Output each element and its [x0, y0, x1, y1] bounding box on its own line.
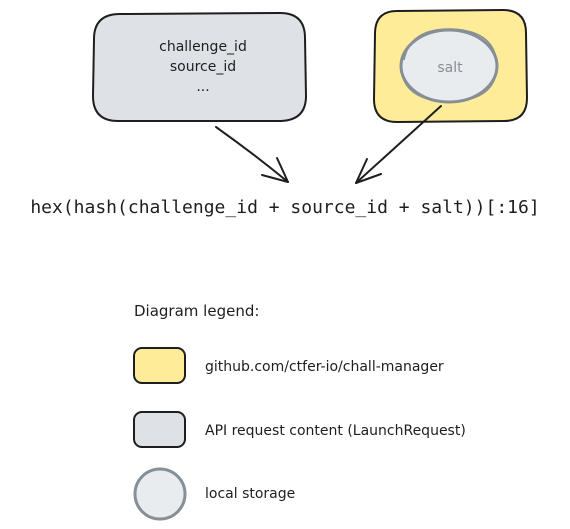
arrow-salt-to-formula [355, 105, 442, 184]
salt-storage-circle-sketch [400, 28, 498, 103]
legend-swatch-api-request [133, 411, 186, 448]
id-formula: hex(hash(challenge_id + source_id + salt… [30, 197, 539, 218]
legend-item-local-storage: local storage [133, 467, 295, 521]
legend: Diagram legend: github.com/ctfer-io/chal… [133, 302, 466, 521]
legend-swatch-local-storage [133, 467, 187, 521]
request-content-box-shape [92, 12, 307, 122]
request-field-ellipsis: ... [196, 79, 209, 95]
chall-manager-box: salt [373, 9, 528, 123]
arrow-request-to-formula [215, 126, 289, 183]
legend-label-chall-manager: github.com/ctfer-io/chall-manager [205, 359, 444, 375]
request-field-source-id: source_id [170, 59, 236, 75]
salt-label: salt [437, 60, 463, 76]
legend-item-api-request: API request content (LaunchRequest) [133, 411, 466, 448]
legend-swatch-chall-manager [133, 347, 186, 384]
legend-label-api-request: API request content (LaunchRequest) [205, 423, 466, 439]
request-field-challenge-id: challenge_id [159, 39, 247, 55]
legend-item-chall-manager: github.com/ctfer-io/chall-manager [133, 347, 444, 384]
legend-label-local-storage: local storage [205, 486, 295, 502]
legend-title: Diagram legend: [134, 302, 259, 320]
request-content-box: challenge_id source_id ... [92, 12, 307, 122]
salt-storage-node: salt [399, 28, 499, 104]
